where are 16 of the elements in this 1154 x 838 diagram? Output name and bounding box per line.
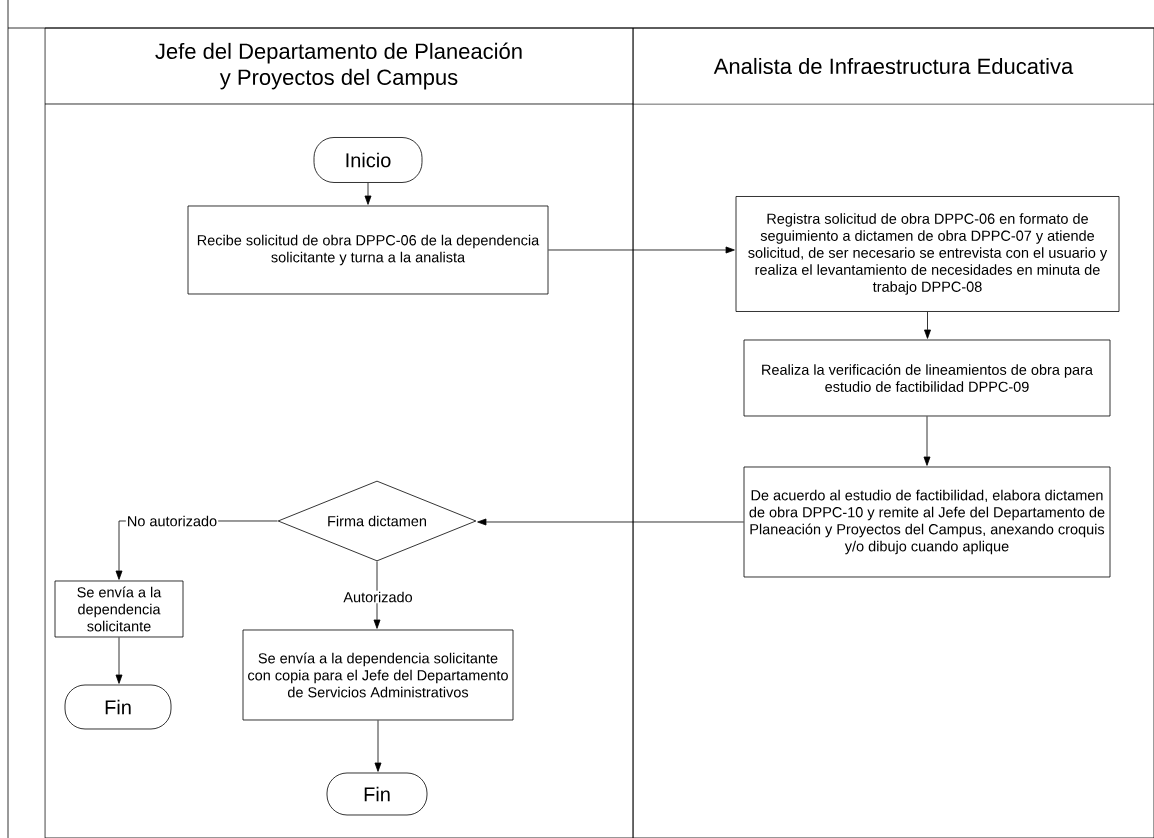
process-box: Registra solicitud de obra DPPC-06 en formato de seguimiento a dictamen de obra DPPC-07 y atiende solicitud, de ser necesario se entrevista con el usuario y realiza el levantamiento de necesidades en minuta de trabajo DPPC-08 <box>735 196 1120 312</box>
arrow <box>115 637 123 684</box>
process-box: Realiza la verificación de lineamientos de obra para estudio de factibilidad DPPC-09 <box>743 339 1111 417</box>
process-box: Se envía a la dependencia solicitante <box>54 580 184 638</box>
process-box: Se envía a la dependencia solicitante con copia para el Jefe del Departamento de Servicios Administrativos <box>242 629 514 721</box>
arrow <box>373 561 381 629</box>
process-box: De acuerdo al estudio de factibilidad, elabora dictamen de obra DPPC-10 y remite al Jefe del Departamento de Planeación y Proyectos del Campus, anexando croquis y/o dibujo cuando aplique <box>743 466 1111 578</box>
arrow <box>477 518 744 526</box>
edge-label: Autorizado <box>342 590 414 604</box>
edge-label: No autorizado <box>125 514 219 528</box>
arrow <box>923 416 931 466</box>
arrow <box>364 182 372 205</box>
arrow <box>374 720 382 772</box>
arrow <box>548 246 735 254</box>
arrow <box>924 311 931 339</box>
process-box: Recibe solicitud de obra DPPC-06 de la dependencia solicitante y turna a la analista <box>187 205 549 295</box>
